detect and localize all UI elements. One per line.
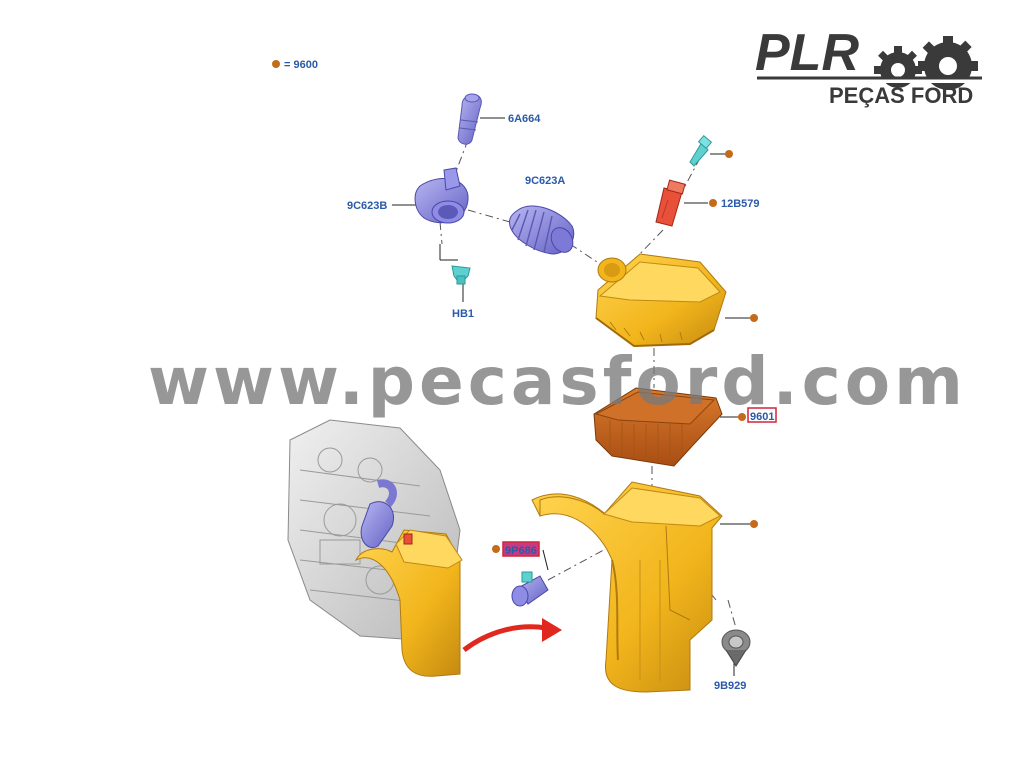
air-filter-element[interactable] <box>593 387 723 467</box>
gears-icon <box>860 36 982 90</box>
label-9b929[interactable]: 9B929 <box>714 680 746 692</box>
label-hb1[interactable]: HB1 <box>452 308 474 320</box>
air-box-cover[interactable] <box>595 253 727 348</box>
intake-resonator[interactable] <box>414 167 469 224</box>
grommet[interactable] <box>721 629 751 667</box>
watermark: www.pecasford.com <box>148 343 967 420</box>
intake-bellows-hose[interactable] <box>509 205 577 256</box>
engine-inset-image <box>287 419 463 677</box>
part-labels: 6A664 9C623B 9C623A 12B579 HB1 9601 9P68… <box>347 113 777 692</box>
legend-text: = 9600 <box>284 59 318 71</box>
highlight-box-9601 <box>747 407 777 423</box>
label-6a664[interactable]: 6A664 <box>508 113 541 125</box>
legend-dot-icon <box>272 60 280 68</box>
label-9c623a[interactable]: 9C623A <box>525 175 565 187</box>
logo-sub: PEÇAS FORD <box>829 83 973 108</box>
pressure-sensor[interactable] <box>511 571 549 607</box>
air-box-lower[interactable] <box>531 481 723 693</box>
label-9p686[interactable]: 9P686 <box>505 545 537 557</box>
label-9c623b[interactable]: 9C623B <box>347 200 387 212</box>
leader-lines <box>392 117 750 676</box>
label-9601[interactable]: 9601 <box>750 411 774 423</box>
transition-arrow <box>462 618 562 652</box>
part-dots <box>492 150 758 553</box>
logo: PLR PEÇAS FORD <box>755 24 982 108</box>
push-clip[interactable] <box>451 265 471 285</box>
label-12b579[interactable]: 12B579 <box>721 198 760 210</box>
intake-duct-elbow[interactable] <box>457 93 482 145</box>
highlight-box-9p686 <box>502 541 540 557</box>
legend: = 9600 <box>272 59 318 71</box>
clip-top[interactable] <box>689 135 713 167</box>
logo-main: PLR <box>755 24 859 82</box>
maf-sensor[interactable] <box>655 179 686 227</box>
